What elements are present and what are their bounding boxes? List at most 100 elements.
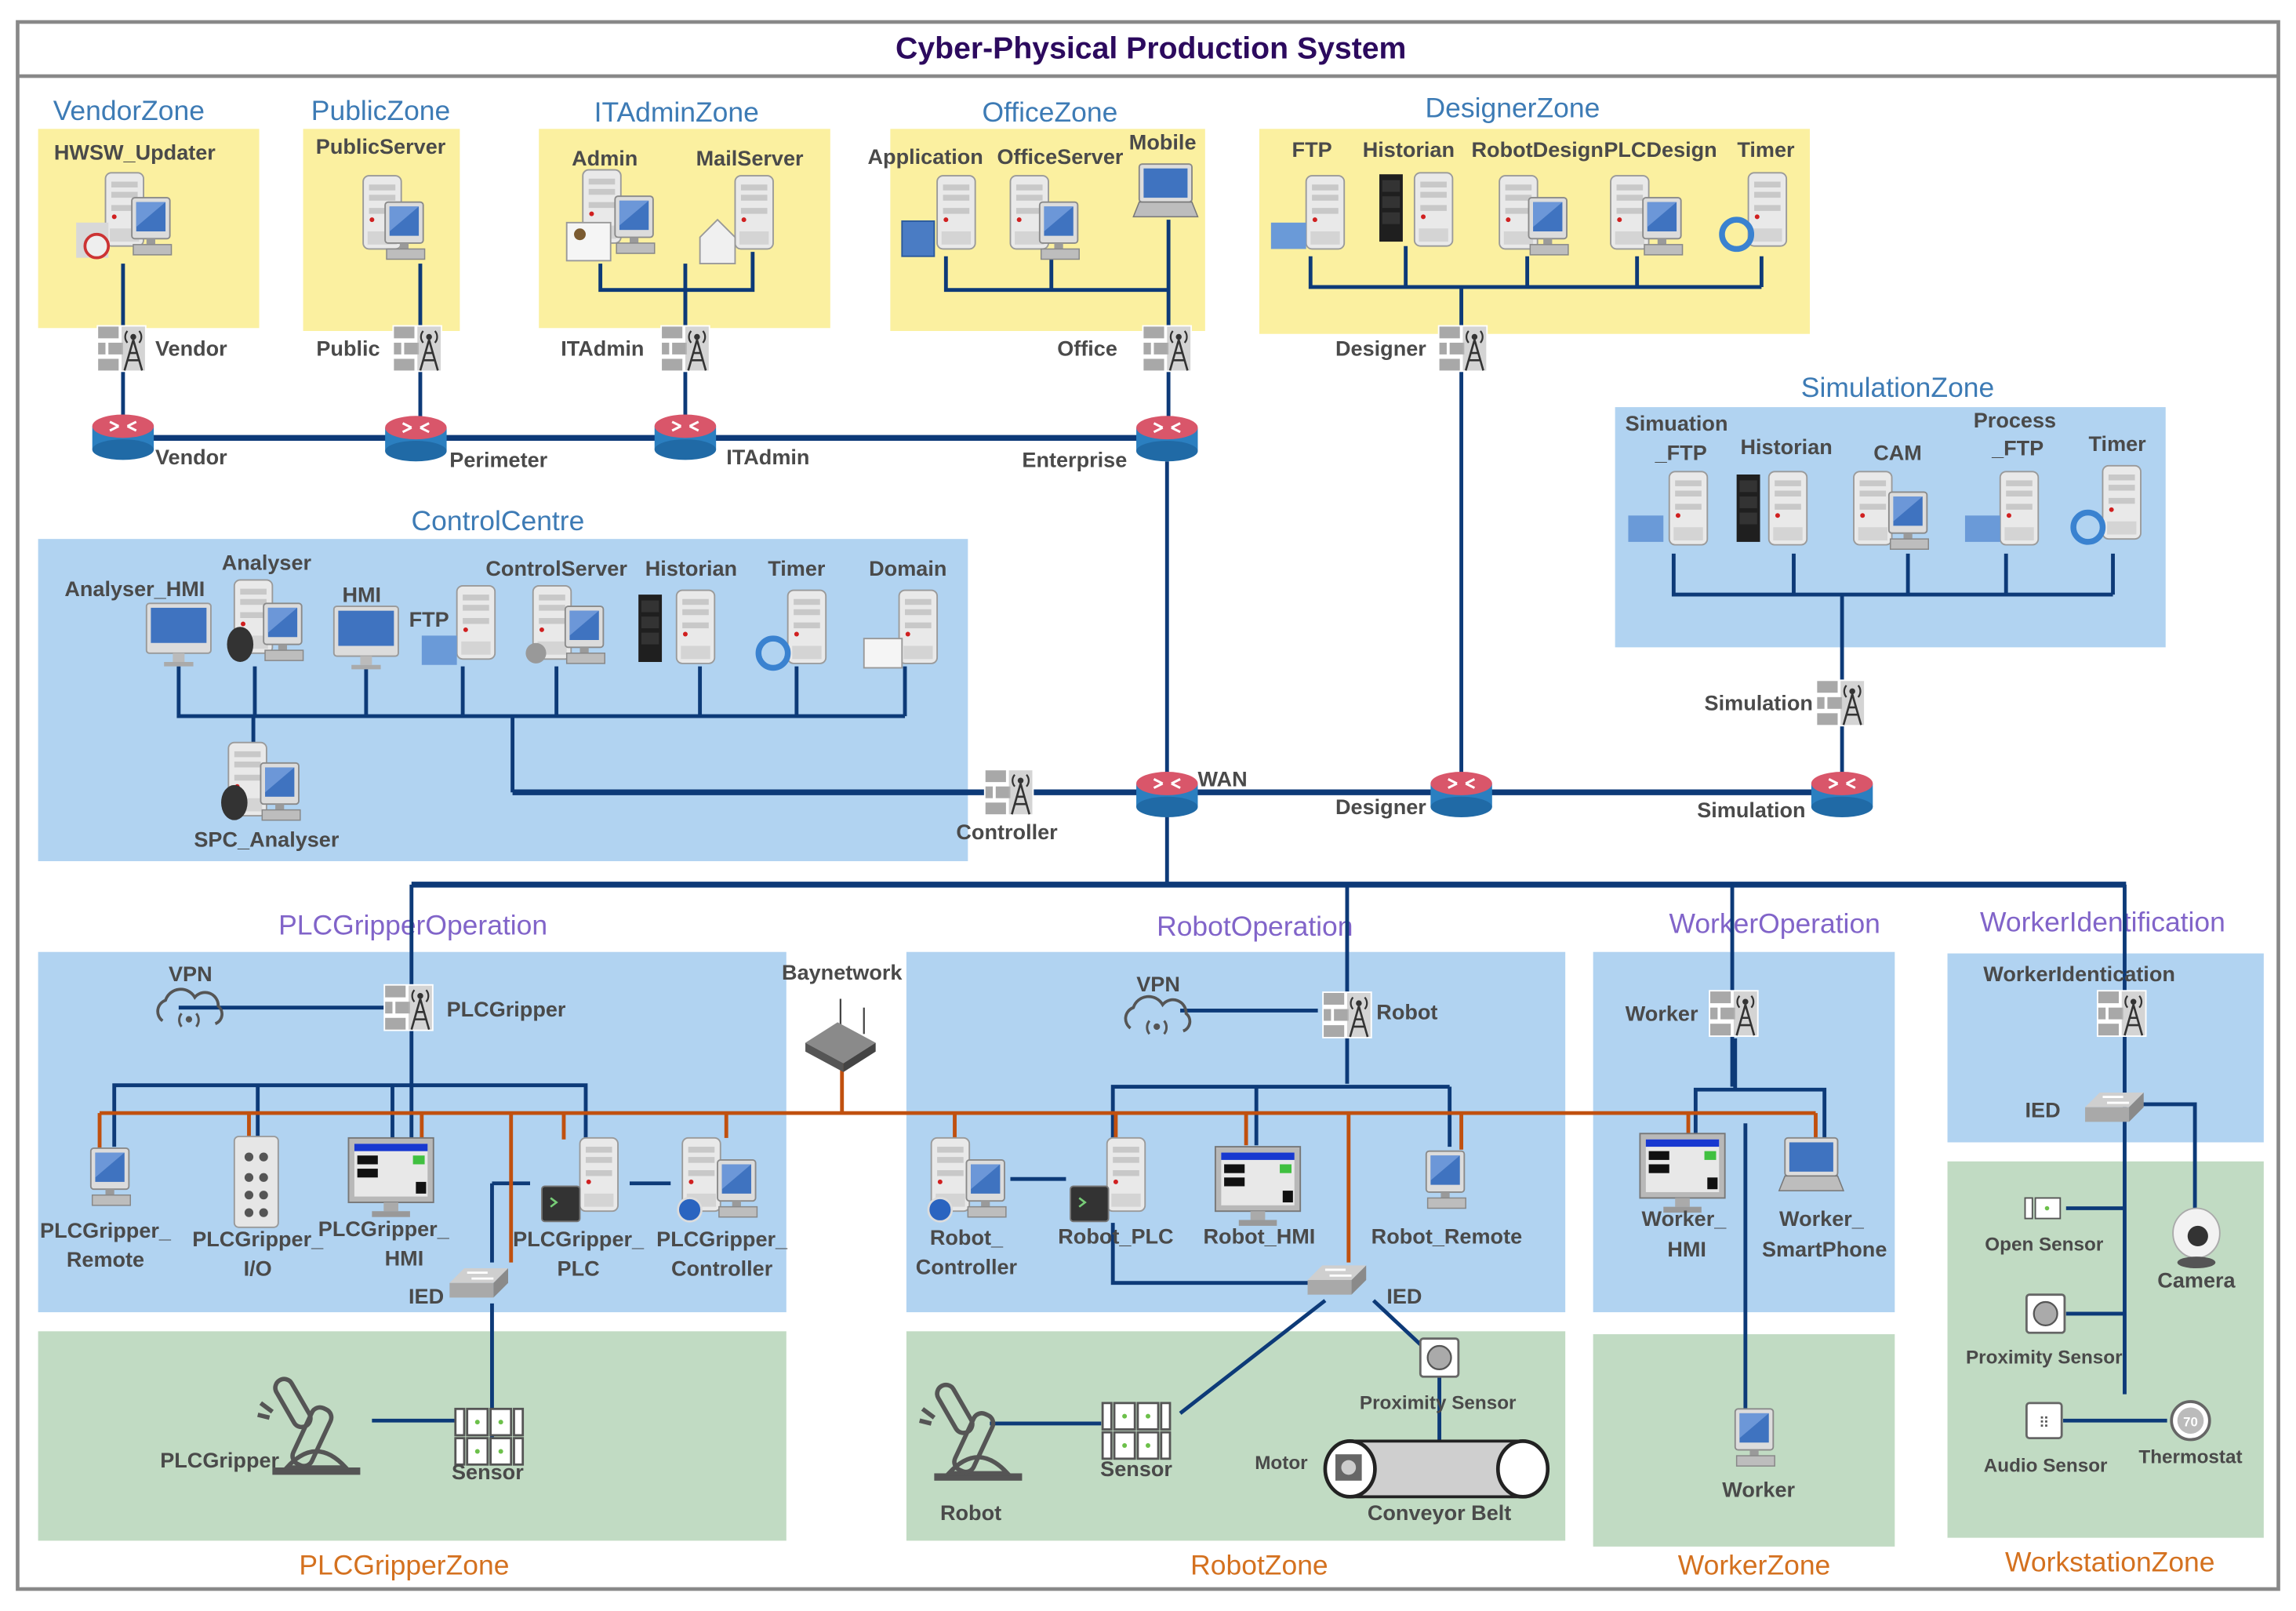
device-domain[interactable]: Domain: [863, 556, 947, 669]
device-worker-hmi[interactable]: Worker_ HMI: [1639, 1133, 1727, 1261]
ftp-server-icon: [1270, 175, 1346, 250]
device-robot-remote[interactable]: Robot_Remote: [1371, 1150, 1522, 1249]
device-robot-design[interactable]: RobotDesign: [1472, 137, 1604, 256]
device-mail-server[interactable]: MailServer: [696, 146, 804, 265]
device-plcgripper-sensor[interactable]: Sensor: [452, 1407, 524, 1484]
device-label: Historian: [1740, 435, 1832, 459]
office-firewall-icon[interactable]: [1141, 324, 1193, 373]
device-mobile[interactable]: Mobile: [1129, 129, 1199, 218]
plcgripper-firewall-icon[interactable]: [382, 983, 435, 1032]
device-open-sensor[interactable]: Open Sensor: [1985, 1197, 2104, 1256]
device-worker[interactable]: Worker: [1722, 1408, 1795, 1501]
device-label: Camera: [2157, 1267, 2236, 1292]
public-zone-label: PublicZone: [311, 95, 450, 126]
perimeter-router-icon[interactable]: [383, 414, 449, 463]
device-plcgripper-plc[interactable]: PLCGripper_ PLC: [513, 1136, 645, 1281]
simulation-router-icon[interactable]: [1810, 770, 1874, 819]
simulation-firewall-icon[interactable]: [1815, 678, 1867, 728]
worker-identification-ied-label: IED: [2025, 1098, 2060, 1122]
device-plcgripper-controller[interactable]: PLCGripper_ Controller: [656, 1136, 788, 1281]
device-process-ftp[interactable]: Process _FTP: [1964, 408, 2056, 546]
vendor-firewall-icon[interactable]: [95, 324, 148, 373]
device-plcgripper-arm[interactable]: PLCGripper: [160, 1376, 360, 1475]
laptop-icon: [1778, 1136, 1844, 1192]
device-cam[interactable]: CAM: [1853, 440, 1930, 551]
device-analyser[interactable]: Analyser: [222, 550, 312, 663]
device-camera[interactable]: Camera: [2157, 1207, 2236, 1293]
wan-router-icon[interactable]: [1135, 770, 1199, 819]
device-label: Proximity Sensor: [1966, 1347, 2123, 1368]
device-conveyor-belt[interactable]: Motor Conveyor Belt: [1255, 1439, 1550, 1525]
device-plcgripper-remote[interactable]: PLCGripper_ Remote: [40, 1147, 172, 1271]
device-simulation-ftp[interactable]: Simuation _FTP: [1626, 411, 1728, 546]
device-plcgripper-hmi[interactable]: PLCGripper_ HMI: [318, 1136, 450, 1270]
device-public-server[interactable]: PublicServer: [316, 134, 446, 260]
device-label: MailServer: [696, 146, 804, 170]
baynetwork-router-icon[interactable]: [805, 998, 876, 1072]
device-label: SmartPhone: [1762, 1237, 1887, 1261]
server-workstation-id-card-icon: [565, 169, 656, 262]
plcgripper-ied-label: IED: [409, 1284, 444, 1308]
device-application[interactable]: Application: [868, 144, 983, 257]
ftp-server-icon: [1964, 471, 2040, 546]
device-designer-timer[interactable]: Timer: [1719, 137, 1795, 253]
public-firewall-icon[interactable]: [391, 324, 444, 373]
device-robot-plc[interactable]: Robot_PLC: [1058, 1136, 1174, 1248]
device-simulation-historian[interactable]: Historian: [1736, 435, 1833, 546]
designer-firewall-label: Designer: [1335, 336, 1426, 361]
controller-firewall-icon[interactable]: [983, 768, 1035, 817]
device-designer-historian[interactable]: Historian: [1363, 137, 1455, 247]
designer-zone-label: DesignerZone: [1426, 92, 1600, 123]
device-simulation-timer[interactable]: Timer: [2070, 431, 2146, 545]
device-control-historian[interactable]: Historian: [638, 556, 737, 664]
robot-firewall-icon[interactable]: [1321, 990, 1373, 1040]
device-analyser-hmi[interactable]: Analyser_HMI: [64, 576, 212, 667]
designer-firewall-icon[interactable]: [1437, 324, 1489, 373]
device-label: Controller: [916, 1255, 1018, 1279]
device-control-ftp[interactable]: FTP: [409, 584, 496, 665]
domain-server-icon: [863, 589, 939, 669]
device-designer-ftp[interactable]: FTP: [1270, 137, 1346, 250]
itadmin-firewall-icon[interactable]: [659, 324, 711, 373]
itadmin-router-icon[interactable]: [653, 413, 718, 461]
device-hwsw-updater[interactable]: HWSW_Updater: [54, 140, 216, 260]
device-label: FTP: [1292, 137, 1332, 162]
device-label: Admin: [572, 146, 638, 170]
device-plcgripper-io[interactable]: PLCGripper_ I/O: [192, 1136, 324, 1280]
device-control-timer[interactable]: Timer: [755, 556, 827, 671]
vendor-router-icon[interactable]: [91, 413, 155, 461]
device-audio-sensor[interactable]: ⠿ Audio Sensor: [1984, 1402, 2108, 1477]
device-workstation-proximity-sensor[interactable]: Proximity Sensor: [1966, 1293, 2123, 1369]
timer-server-icon: [2070, 464, 2142, 545]
device-control-server[interactable]: ControlServer: [485, 556, 627, 664]
device-label: Historian: [1363, 137, 1455, 162]
device-label: PLC: [558, 1256, 600, 1280]
device-admin[interactable]: Admin: [565, 146, 656, 262]
device-spc-analyser[interactable]: SPC_Analyser: [194, 741, 340, 852]
designer-router-icon[interactable]: [1429, 770, 1494, 819]
device-robot-hmi[interactable]: Robot_HMI: [1204, 1146, 1316, 1248]
enterprise-router-icon[interactable]: [1135, 414, 1199, 463]
device-label: PLCGripper_: [192, 1227, 324, 1251]
device-label: Analyser_HMI: [64, 576, 205, 601]
device-label: Remote: [67, 1247, 144, 1271]
device-label: RobotDesign: [1472, 137, 1604, 162]
device-robot-sensor[interactable]: Sensor: [1100, 1402, 1172, 1481]
device-office-server[interactable]: OfficeServer: [997, 144, 1124, 260]
device-thermostat[interactable]: 70 Thermostat: [2138, 1400, 2243, 1467]
device-worker-smartphone[interactable]: Worker_ SmartPhone: [1762, 1136, 1887, 1261]
robot-ied-label: IED: [1386, 1284, 1422, 1308]
robot-zone-label: RobotZone: [1190, 1549, 1328, 1580]
device-plc-design[interactable]: PLCDesign: [1604, 137, 1717, 256]
device-label: Worker_: [1779, 1206, 1865, 1231]
device-robot-controller[interactable]: Robot_ Controller: [916, 1136, 1018, 1279]
plcgripper-zone-box: [38, 1331, 787, 1541]
device-robot-arm[interactable]: Robot: [920, 1382, 1023, 1526]
device-label: PLCGripper_: [513, 1227, 645, 1251]
device-hmi[interactable]: HMI: [332, 582, 399, 671]
itadmin-router-label: ITAdmin: [726, 445, 809, 469]
controller-workstation-icon: [677, 1136, 758, 1223]
device-robot-proximity-sensor[interactable]: Proximity Sensor: [1360, 1337, 1517, 1414]
worker-firewall-icon[interactable]: [1707, 988, 1760, 1038]
worker-identification-firewall-icon[interactable]: [2095, 988, 2148, 1038]
